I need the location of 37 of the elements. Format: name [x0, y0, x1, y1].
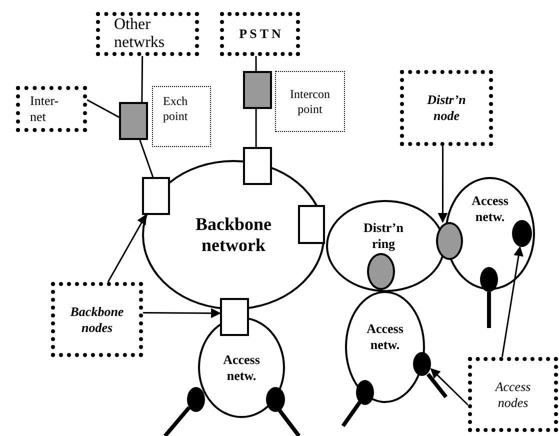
stub-line [487, 292, 491, 328]
stub-line [341, 400, 362, 428]
node-square [142, 177, 170, 215]
connector-line [141, 56, 144, 102]
arrow [501, 246, 524, 358]
filled-oval [413, 352, 431, 376]
connector-line [255, 56, 257, 71]
stub-line [278, 408, 301, 436]
shaded-oval [367, 253, 395, 290]
node-square [220, 298, 249, 336]
filled-oval [187, 387, 205, 412]
label-box: Other netwrks [96, 12, 199, 56]
label-box: Exch point [152, 86, 211, 147]
label-box: P S T N [220, 12, 300, 56]
label-box: Intercon point [275, 71, 345, 132]
filled-oval [266, 387, 285, 412]
arrow [107, 214, 147, 282]
node-square [298, 205, 325, 244]
arrow [143, 308, 221, 318]
arrow [430, 368, 469, 406]
label-box: Inter- net [16, 86, 87, 132]
filled-oval [480, 267, 498, 292]
label-box: Access nodes [468, 357, 558, 432]
filled-oval [512, 220, 532, 247]
node-square [243, 147, 272, 185]
stub-line [163, 406, 191, 436]
connector-line [255, 109, 257, 147]
connector-line [139, 140, 154, 178]
stub-line [426, 372, 448, 398]
connector-line [86, 99, 120, 118]
filled-oval [356, 380, 374, 405]
label-box: Backbone nodes [51, 282, 143, 357]
arrow [438, 146, 448, 223]
shaded-oval [436, 222, 463, 260]
label-box: Distr’n node [400, 70, 493, 146]
shaded-square [243, 71, 272, 109]
shaded-square [119, 102, 148, 140]
